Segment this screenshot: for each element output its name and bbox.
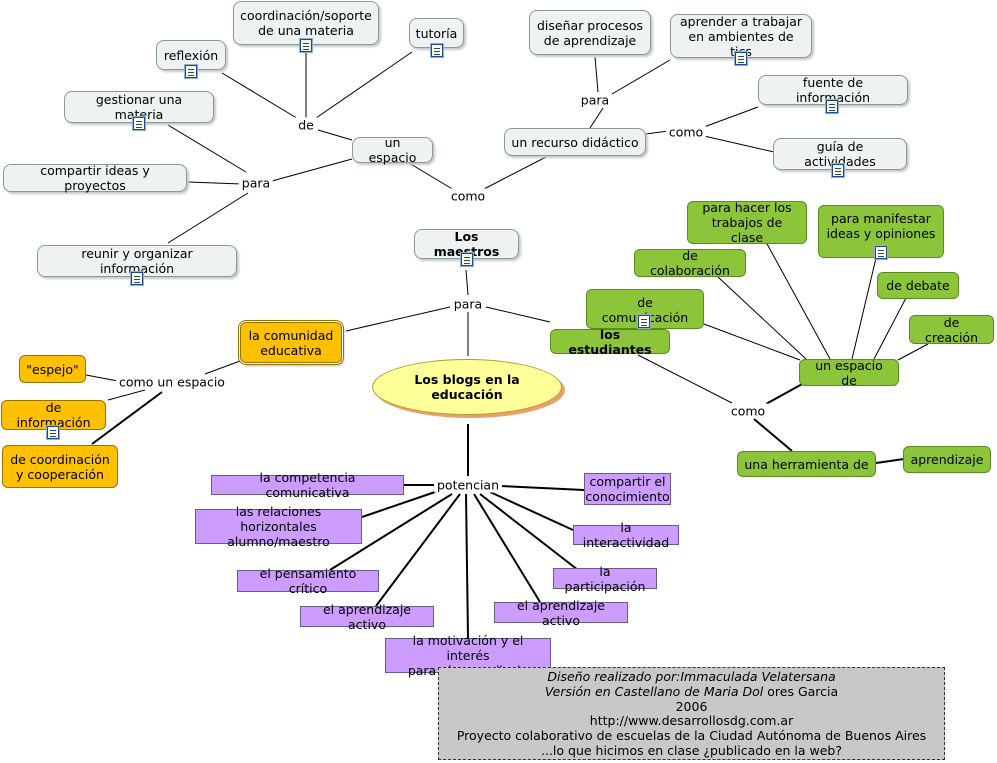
node-de-colaboracion[interactable]: de colaboración [634,248,746,278]
node-interactividad[interactable]: la interactividad [573,520,679,550]
node-un-espacio[interactable]: un espacio [352,135,433,165]
node-label: aprendizaje [910,452,984,467]
note-icon[interactable] [430,43,444,58]
node-label: una herramienta de [744,456,869,472]
credits-translation-rest: ores Garcia [763,683,839,699]
node-competencia-comunicativa[interactable]: la competencia comunicativa [211,470,404,500]
node-aprendizaje-activo-right[interactable]: el aprendizaje activo [494,598,628,628]
node-comunidad-educativa[interactable]: la comunidad educativa [240,322,342,363]
node-los-estudiantes[interactable]: los estudiantes [550,326,670,357]
node-aprender-tics[interactable]: aprender a trabajar en ambientes de tics [670,14,812,59]
node-pensamiento-critico[interactable]: el pensamiento crítico [237,566,379,596]
node-label: la participación [564,563,646,594]
node-label: un espacio de [815,357,883,388]
node-relaciones-horizontales[interactable]: las relaciones horizontales alumno/maest… [195,504,362,549]
node-label: de colaboración [650,248,730,278]
node-label: tutoría [415,25,458,41]
node-label: las relaciones horizontales alumno/maest… [227,504,330,549]
credits-translation-italic: Versión en Castellano de Maria Dol [544,683,764,699]
link-label-como-top: como [447,188,489,204]
node-label: compartir el conocimiento [585,474,670,504]
note-icon[interactable] [299,38,313,53]
note-icon[interactable] [184,64,198,79]
note-icon[interactable] [130,271,144,286]
node-label: para manifestar ideas y opiniones [826,211,936,241]
node-label: de creación [924,314,978,345]
node-label: de coordinación y cooperación [10,451,110,482]
node-label: de debate [886,278,950,293]
note-icon[interactable] [46,425,60,440]
node-label: gestionar una materia [95,92,183,122]
link-label-potencian: potencian [433,477,503,493]
node-label: un espacio [368,135,417,165]
node-hacer-trabajos[interactable]: para hacer los trabajos de clase [687,200,807,245]
credits-author: Diseño realizado por:Immaculada Velaters… [547,669,836,684]
node-coordinacion-soporte[interactable]: coordinación/soporte de una materia [233,1,379,45]
node-label: el pensamiento crítico [259,566,357,596]
node-central-topic[interactable]: Los blogs en la educación [372,359,562,415]
link-label-como-right: como [665,124,707,140]
link-label-para-top-right: para [577,92,613,108]
node-compartir-ideas[interactable]: compartir ideas y proyectos [3,163,187,193]
node-label: la competencia comunicativa [259,470,356,500]
node-disenar-procesos[interactable]: diseñar procesos de aprendizaje [529,10,651,55]
note-icon[interactable] [460,252,474,267]
note-icon[interactable] [132,116,146,131]
note-icon[interactable] [874,245,888,260]
link-label-para-center: para [450,296,486,312]
node-label: reflexión [163,47,219,63]
node-label: guía de actividades [804,139,876,169]
link-label-para-left: para [238,175,274,191]
credits-project: Proyecto colaborativo de escuelas de la … [456,728,927,744]
node-recurso-didactico[interactable]: un recurso didáctico [504,128,646,156]
node-label: los estudiantes [568,326,652,357]
node-label: Los blogs en la educación [414,372,520,402]
node-label: fuente de información [795,75,871,105]
node-participacion[interactable]: la participación [553,564,657,594]
node-label: la comunidad educativa [248,327,334,358]
credits-url[interactable]: http://www.desarrollosdg.com.ar [589,713,794,729]
node-label: de información [16,400,91,430]
node-aprendizaje[interactable]: aprendizaje [903,446,991,473]
node-label: la interactividad [582,520,670,550]
node-de-informacion[interactable]: de información [1,400,106,430]
credits-year: 2006 [675,698,708,714]
credits-box: Diseño realizado por:Immaculada Velaters… [438,667,945,760]
credits-translation: Versión en Castellano de Maria Dol ores … [439,683,944,700]
node-label: el aprendizaje activo [322,601,411,632]
node-label: compartir ideas y proyectos [40,163,150,193]
node-de-creacion[interactable]: de creación [909,314,994,345]
note-icon[interactable] [831,163,845,178]
node-compartir-conocimiento[interactable]: compartir el conocimiento [584,473,671,505]
node-label: coordinación/soporte de una materia [240,8,372,38]
note-icon[interactable] [825,99,839,114]
credits-tagline: ...lo que hicimos en clase ¿publicado en… [541,742,842,758]
link-label-como-students: como [727,403,769,419]
node-espejo[interactable]: "espejo" [19,355,86,383]
node-label: un recurso didáctico [511,134,639,150]
note-icon[interactable] [637,314,651,329]
node-label: para hacer los trabajos de clase [702,200,792,245]
node-coordinacion-cooperacion[interactable]: de coordinación y cooperación [2,445,118,488]
node-de-debate[interactable]: de debate [877,272,959,299]
node-espacio-de[interactable]: un espacio de [799,357,899,388]
node-aprendizaje-activo-left[interactable]: el aprendizaje activo [300,602,434,632]
node-label: "espejo" [26,361,79,377]
link-label-de: de [295,117,317,133]
node-herramienta-de[interactable]: una herramienta de [737,451,876,477]
link-label-como-un-espacio: como un espacio [116,374,228,390]
node-reunir-informacion[interactable]: reunir y organizar información [37,245,237,277]
node-label: diseñar procesos de aprendizaje [537,17,643,48]
note-icon[interactable] [734,51,748,66]
node-label: el aprendizaje activo [516,597,605,628]
node-label: reunir y organizar información [81,246,193,276]
node-label: Los maestros [433,229,500,259]
